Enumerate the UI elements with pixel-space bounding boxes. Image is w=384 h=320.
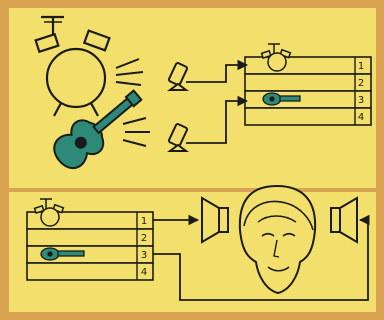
acoustic-guitar-icon [262,92,301,106]
sound-waves-guitar [122,117,150,147]
drum-kit-icon [33,198,65,227]
signal-arrow [153,214,370,301]
acoustic-guitar-icon [53,89,143,170]
track-number: 1 [141,216,147,227]
track-row [244,56,372,75]
track-number: 2 [358,78,364,89]
listener-head-icon [238,184,317,295]
track-number: 3 [141,250,147,261]
sound-waves-drums [115,58,144,86]
track-number: 1 [358,61,364,72]
acoustic-guitar-icon [40,247,85,261]
speaker-icon [330,196,358,244]
signal-arrow [186,59,249,83]
track-number: 2 [141,233,147,244]
track-number: 4 [358,112,364,123]
track-row [26,228,154,247]
track-number: 3 [358,95,364,106]
speaker-icon [201,196,229,244]
microphone-icon [167,62,189,91]
microphone-icon [167,123,189,152]
track-number: 4 [141,267,147,278]
track-row [26,262,154,281]
signal-arrow [186,95,249,144]
track-row [244,73,372,92]
drum-kit-icon [34,15,111,117]
track-row [244,107,372,126]
tape-tracks-top: 1 2 3 4 [244,56,372,126]
drum-kit-icon [260,43,292,72]
